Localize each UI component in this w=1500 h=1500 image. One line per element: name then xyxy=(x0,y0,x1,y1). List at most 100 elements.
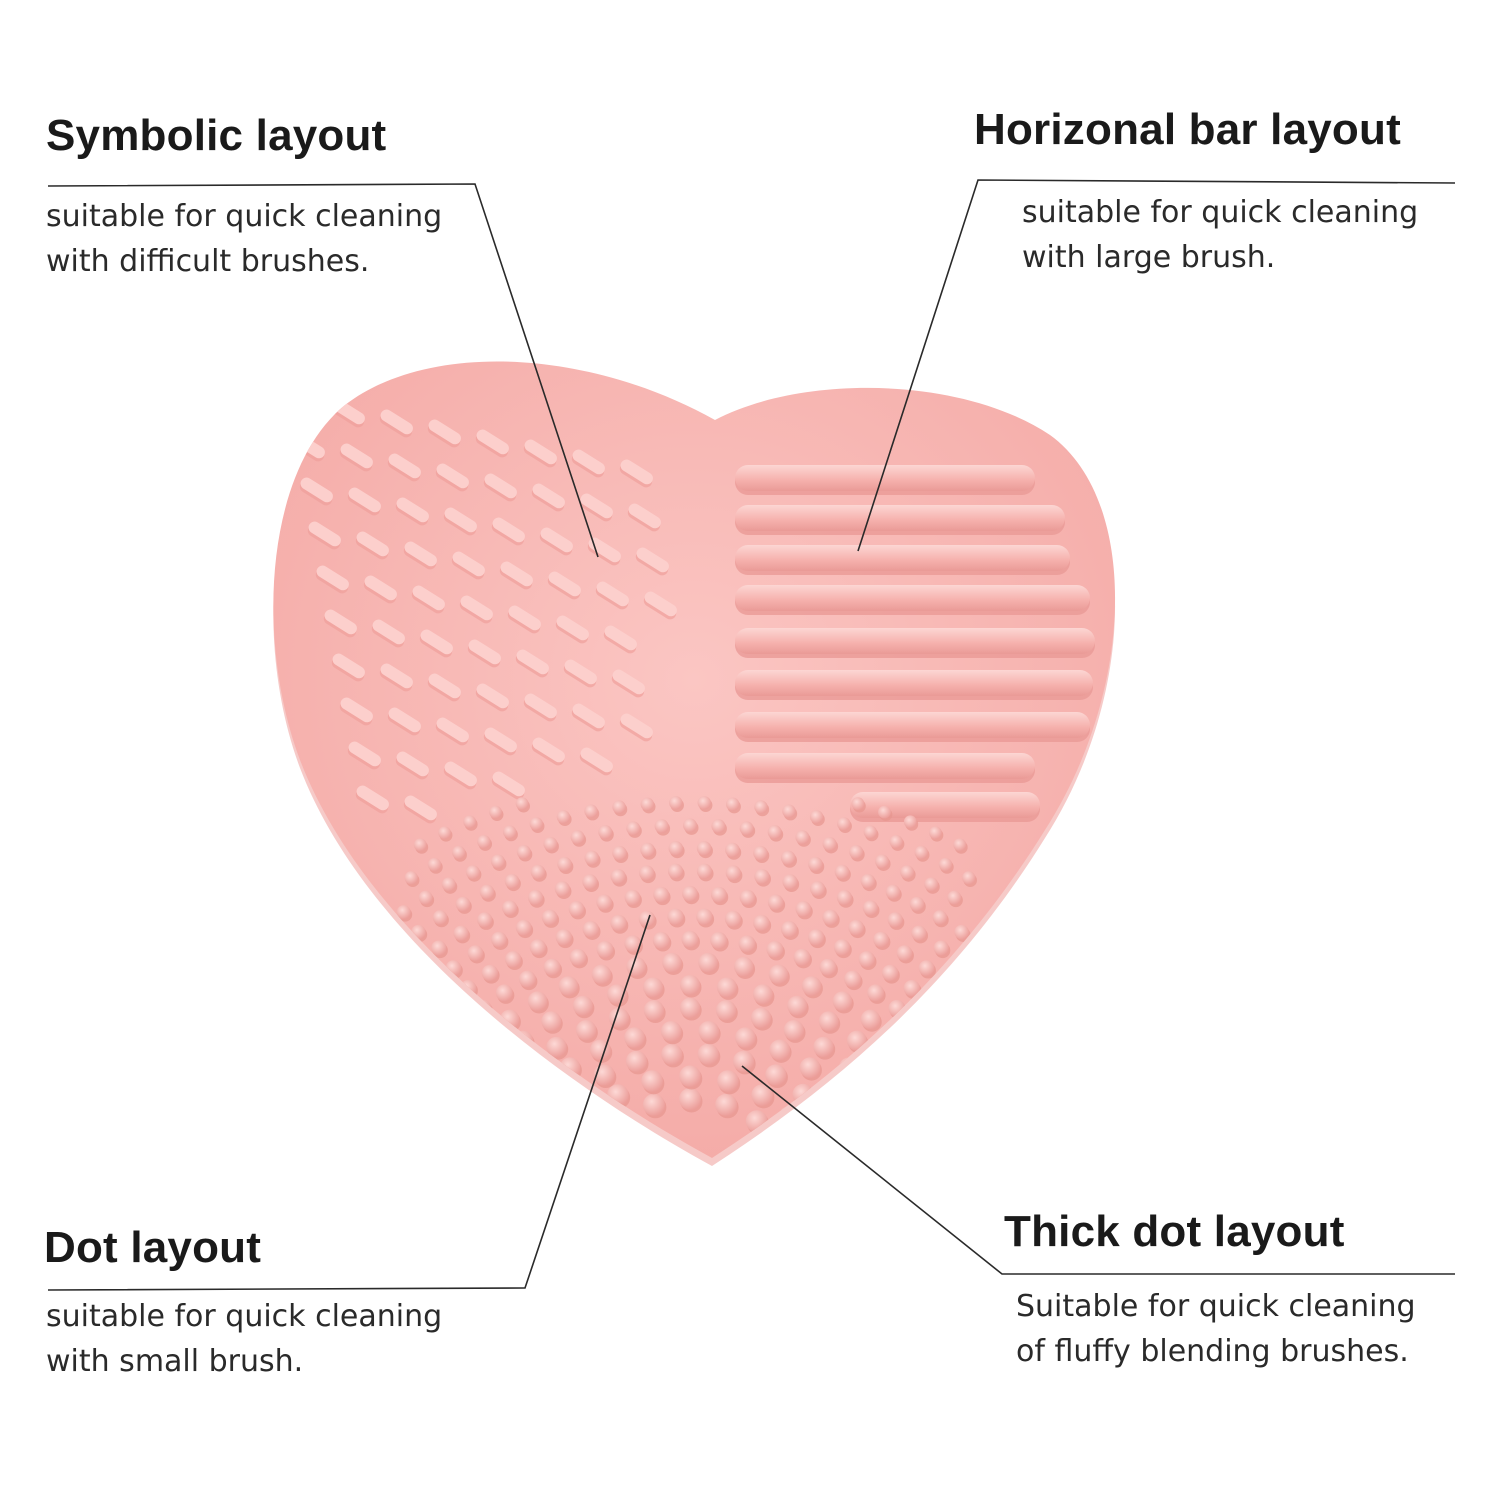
dot-shadow xyxy=(914,1137,935,1158)
callout-horizontal-bar: Horizonal bar layout suitable for quick … xyxy=(974,104,1418,280)
dot-shadow xyxy=(953,1078,971,1096)
symbolic-ridge xyxy=(499,561,533,590)
thick-dot xyxy=(679,1088,703,1113)
symbolic-ridge xyxy=(523,439,557,468)
symbolic-ridge xyxy=(339,697,373,726)
symbolic-ridge xyxy=(403,541,437,570)
dot-top xyxy=(795,901,812,917)
dot-top xyxy=(863,825,877,839)
dot-top xyxy=(900,865,915,880)
symbolic-ridge-top xyxy=(532,483,565,509)
callout-dot: Dot layout suitable for quick cleaning w… xyxy=(44,1222,442,1384)
symbolic-ridge xyxy=(387,453,421,482)
dot-shadow xyxy=(394,1057,411,1074)
dot-top xyxy=(625,1050,648,1072)
small-dot xyxy=(848,919,866,939)
symbolic-ridge xyxy=(515,649,549,678)
small-dot xyxy=(896,945,914,964)
dot-top xyxy=(406,994,423,1011)
small-dot xyxy=(909,896,926,914)
dot-top xyxy=(463,815,477,829)
dot-top xyxy=(545,1107,567,1130)
symbolic-ridge-top xyxy=(628,503,661,529)
small-dot xyxy=(626,821,642,838)
dot-top xyxy=(739,889,756,906)
small-dot xyxy=(669,796,684,812)
dot-top xyxy=(837,817,851,831)
small-dot xyxy=(529,939,548,959)
dot-shadow xyxy=(456,1019,474,1037)
dot-shadow xyxy=(926,1038,944,1056)
thick-dot xyxy=(454,1054,476,1077)
symbolic-ridge-top xyxy=(348,487,381,513)
thick-dot xyxy=(751,1084,775,1109)
dot-top xyxy=(529,939,547,956)
thick-dot xyxy=(890,1078,912,1102)
dot-top xyxy=(913,1135,934,1156)
small-dot xyxy=(438,826,453,842)
dot-top xyxy=(406,1034,423,1051)
small-dot xyxy=(696,863,714,882)
thick-dot xyxy=(527,991,549,1014)
dot-top xyxy=(541,909,558,926)
callout-desc-symbolic: suitable for quick cleaning with difficu… xyxy=(46,194,442,284)
small-dot xyxy=(556,810,572,827)
symbolic-ridge-top xyxy=(500,561,533,587)
dot-top xyxy=(555,929,573,946)
dot-top xyxy=(780,850,796,866)
thick-dot xyxy=(575,1020,598,1043)
small-dot xyxy=(440,996,458,1016)
dot-top xyxy=(810,881,826,897)
dot-top xyxy=(481,964,499,982)
small-dot xyxy=(406,994,424,1013)
callout-title-symbolic: Symbolic layout xyxy=(46,111,387,160)
small-dot xyxy=(557,856,574,874)
symbolic-ridge-top xyxy=(532,737,565,763)
bar-ridge-top xyxy=(735,753,1035,779)
dot-top xyxy=(401,1098,419,1116)
small-dot xyxy=(754,868,771,887)
small-dot xyxy=(739,889,757,909)
callout-desc-line: suitable for quick cleaning xyxy=(46,199,443,234)
small-dot xyxy=(724,910,743,930)
dot-top xyxy=(425,976,441,993)
dot-top xyxy=(453,925,469,941)
dot-top xyxy=(668,841,684,856)
dot-top xyxy=(541,1011,562,1032)
small-dot xyxy=(867,984,886,1004)
dot-shadow xyxy=(925,999,942,1016)
small-dot xyxy=(596,894,614,913)
thick-dot xyxy=(766,1134,790,1158)
small-dot xyxy=(954,956,972,975)
dot-shadow xyxy=(501,1083,522,1105)
dot-shadow xyxy=(426,979,443,995)
dot-top xyxy=(624,935,642,953)
small-dot xyxy=(543,958,563,979)
small-dot xyxy=(406,1034,425,1054)
small-dot xyxy=(819,958,838,979)
thick-dot xyxy=(418,1136,440,1158)
dot-top xyxy=(725,797,740,811)
small-dot xyxy=(766,941,785,961)
horizontal-bar-ridge xyxy=(735,628,1095,658)
dot-top xyxy=(801,976,822,996)
small-dot xyxy=(822,836,839,854)
dot-top xyxy=(780,921,798,938)
thick-dot xyxy=(768,964,790,987)
dot-top xyxy=(953,838,967,852)
dot-top xyxy=(495,984,513,1002)
symbolic-ridge xyxy=(619,459,653,488)
thick-dot xyxy=(859,1081,882,1105)
small-dot xyxy=(504,873,521,892)
dot-top xyxy=(410,956,426,972)
small-dot xyxy=(681,930,700,951)
small-dot xyxy=(413,838,429,854)
thick-dot xyxy=(541,1011,563,1034)
dot-shadow xyxy=(593,1137,616,1158)
symbolic-ridge-top xyxy=(644,591,677,617)
dot-top xyxy=(696,908,713,926)
dot-top xyxy=(404,871,418,885)
dot-top xyxy=(423,1055,441,1073)
dot-top xyxy=(918,960,935,977)
dot-top xyxy=(425,1107,446,1128)
